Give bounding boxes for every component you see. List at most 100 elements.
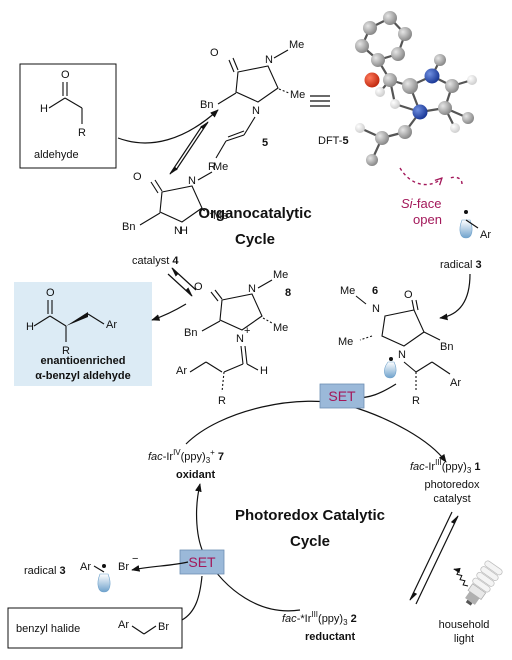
arrow-set-top-arc — [185, 400, 447, 463]
enamine-5: O N Me Me N Bn R 5 — [200, 39, 305, 173]
dft-nitrogen-1 — [424, 68, 440, 84]
aldehyde-label: aldehyde — [34, 149, 79, 161]
chem-label: fac-IrIII(ppy)3 1 — [410, 458, 480, 475]
chem-label: Me — [213, 210, 228, 222]
si-face-arrows: Si-face open — [399, 167, 463, 227]
chem-label: H — [180, 225, 188, 237]
iridium-iii-1: fac-IrIII(ppy)3 1 photoredox catalyst — [410, 458, 480, 505]
chem-label: O — [133, 171, 142, 183]
photoredox-cycle-label: Photoredox Catalytic — [235, 507, 385, 524]
chem-label: Bn — [184, 327, 197, 339]
atom-O: O — [61, 69, 70, 81]
equilibrium-catalyst-enamine — [169, 121, 209, 175]
chem-label: O — [46, 287, 55, 299]
chem-label: N — [265, 54, 273, 66]
si-face-label: Si-face — [401, 196, 441, 211]
compound-number-8: 8 — [285, 287, 291, 299]
chem-label: H — [260, 365, 268, 377]
chem-label: Bn — [440, 341, 453, 353]
aldehyde-box: O H R aldehyde — [19, 63, 117, 169]
light-bulb-icon: household light — [439, 560, 503, 645]
chem-label: − — [132, 553, 138, 565]
chem-label: N — [372, 303, 380, 315]
benzyl-halide-label: benzyl halide — [16, 623, 80, 635]
dft-label: DFT-5 — [318, 135, 349, 147]
chem-label: Ar — [80, 561, 91, 573]
chem-label: SET — [188, 554, 216, 570]
chem-label: N — [188, 175, 196, 187]
chem-label: R — [208, 161, 216, 173]
chem-label: Ar — [480, 229, 491, 241]
catalyst-4: O N Me Me N H Bn catalyst 4 — [122, 161, 228, 267]
product-subtitle: α-benzyl aldehyde — [35, 370, 130, 382]
chem-label: open — [413, 212, 442, 227]
equivalence-sign — [310, 95, 330, 107]
iridium-excited-2: fac-*IrIII(ppy)3 2 reductant — [282, 610, 357, 643]
chem-label: + — [244, 325, 250, 337]
iminium-8: O N Me Me N + Bn H R Ar 8 — [176, 269, 291, 407]
light-label: light — [454, 633, 474, 645]
chem-label: N — [248, 283, 256, 295]
photoredox-catalyst-label-2: catalyst — [433, 493, 470, 505]
compound-number-6: 6 — [372, 285, 378, 297]
chem-label: Me — [290, 89, 305, 101]
radical-3-label: radical 3 — [440, 259, 482, 271]
chem-label: N — [252, 105, 260, 117]
chem-label: Me — [338, 336, 353, 348]
iridium-iv-7: fac-IrIV(ppy)3+ 7 oxidant — [148, 448, 224, 481]
arrow-set-to-radical — [131, 561, 189, 572]
intermediate-6: O N Me Me N Bn Ar R 6 — [338, 285, 461, 407]
dft-oxygen — [364, 72, 380, 88]
dft-model: DFT-5 — [318, 11, 477, 166]
organocatalytic-label: Organocatalytic — [198, 205, 311, 222]
radical-3-bottom-label: radical 3 — [24, 565, 66, 577]
atom-H: H — [40, 103, 48, 115]
chem-label: Me — [213, 161, 228, 173]
chem-label: O — [210, 47, 219, 59]
dft-nitrogen-2 — [412, 104, 428, 120]
chem-label: Me — [273, 322, 288, 334]
radical-orbital-icon — [384, 361, 397, 379]
chem-label: Bn — [122, 221, 135, 233]
arrow-halide-to-set — [181, 575, 203, 621]
chem-label: SET — [328, 388, 356, 404]
chem-label: Bn — [200, 99, 213, 111]
chem-label: Me — [273, 269, 288, 281]
chem-label: R — [412, 395, 420, 407]
reductant-label: reductant — [305, 631, 355, 643]
arrow-set-bottom-arc — [195, 483, 301, 612]
product-box: O H Ar R enantioenriched α-benzyl aldehy… — [14, 282, 152, 386]
chem-label: R — [62, 345, 70, 357]
chem-label: Ar — [106, 319, 117, 331]
chem-label: Me — [289, 39, 304, 51]
radical-3-top: Ar radical 3 — [440, 210, 491, 271]
chem-label: O — [194, 281, 203, 293]
benzyl-halide-box: benzyl halide Ar Br — [7, 607, 183, 649]
equilibrium-excitation — [409, 511, 459, 605]
chem-label: N — [174, 225, 182, 237]
chem-label: Ar — [450, 377, 461, 389]
chem-label: Br — [158, 621, 169, 633]
arrow-aldehyde-to-enamine — [117, 109, 219, 144]
atom-R: R — [78, 127, 86, 139]
organocatalytic-cycle-label: Cycle — [235, 231, 275, 248]
radical-orbital-icon — [459, 219, 473, 239]
set-top: SET — [319, 383, 365, 409]
chem-label: O — [404, 289, 413, 301]
arrow-radical-to-6 — [439, 273, 471, 321]
radical-orbital-icon — [97, 573, 111, 593]
household-label: household — [439, 619, 490, 631]
arrow-to-product — [151, 303, 187, 321]
chem-label: fac-IrIV(ppy)3+ 7 — [148, 448, 224, 465]
chem-label: N — [398, 349, 406, 361]
squiggle-light-icon — [453, 567, 469, 587]
radical-3-bottom: radical 3 Ar Br − — [24, 553, 138, 593]
photoredox-catalyst-label-1: photoredox — [424, 479, 480, 491]
chem-label: Me — [340, 285, 355, 297]
chem-label: Ar — [118, 619, 129, 631]
chem-label: R — [218, 395, 226, 407]
chem-label: H — [26, 321, 34, 333]
equilibrium-catalyst-iminium — [167, 267, 197, 297]
photoredox-cycle-label-2: Cycle — [290, 533, 330, 550]
chem-label: fac-*IrIII(ppy)3 2 — [282, 610, 357, 627]
